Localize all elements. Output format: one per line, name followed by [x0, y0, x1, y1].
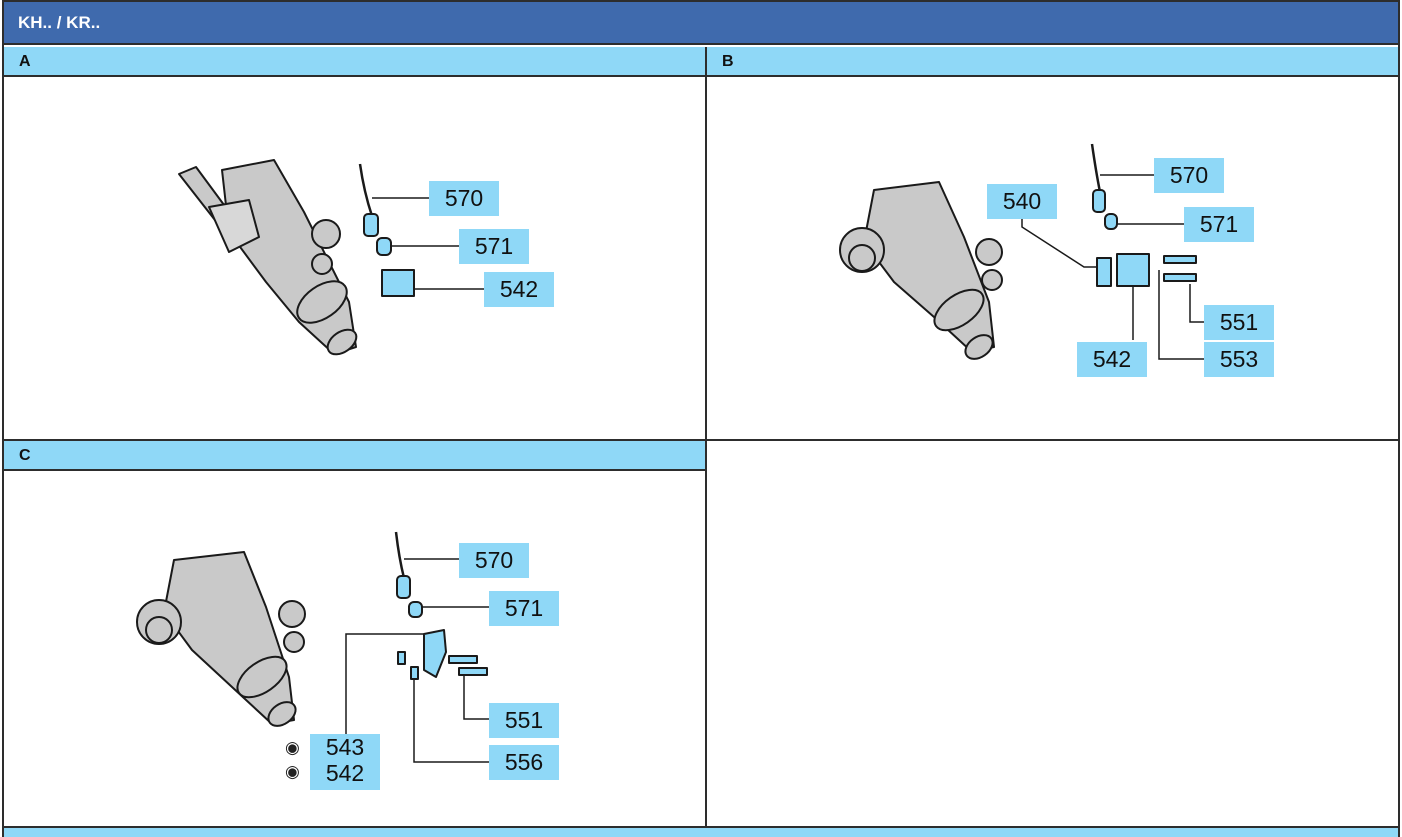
grid-divider-bottom	[4, 826, 1398, 828]
grid-divider-vertical	[705, 47, 707, 828]
part-number-b-542: 542	[1077, 342, 1147, 377]
part-number-c-542: 542	[325, 760, 365, 786]
section-a-label: A	[19, 53, 31, 70]
parts-drawing	[136, 143, 1204, 763]
part-number-b-570: 570	[1154, 158, 1224, 193]
part-number-b-553: 553	[1204, 342, 1274, 377]
section-b-header: B	[707, 47, 1398, 77]
part-number-c-543: 543	[325, 734, 365, 760]
part-number-b-540: 540	[987, 184, 1057, 219]
part-number-c-551: 551	[489, 703, 559, 738]
part-number-b-571: 571	[1184, 207, 1254, 242]
part-number-a-542: 542	[484, 272, 554, 307]
part-number-c-556: 556	[489, 745, 559, 780]
footer-strip	[4, 828, 1398, 837]
variant-symbol-icon: ◉	[285, 738, 300, 757]
section-c-label: C	[19, 447, 31, 464]
page-title: KH.. / KR..	[18, 13, 101, 32]
variant-symbol-icon: ◉	[285, 762, 300, 781]
section-c-header: C	[4, 441, 705, 471]
part-number-c-stack: 543 542	[310, 734, 380, 790]
title-bar: KH.. / KR..	[4, 2, 1398, 45]
axle-stub-c	[136, 551, 306, 727]
section-b-label: B	[722, 53, 734, 70]
axle-stub-b	[839, 181, 1003, 360]
part-number-b-551: 551	[1204, 305, 1274, 340]
grid-divider-horizontal	[4, 439, 1398, 441]
part-number-a-571: 571	[459, 229, 529, 264]
part-number-a-570: 570	[429, 181, 499, 216]
axle-stub-a	[178, 159, 358, 356]
part-number-c-571: 571	[489, 591, 559, 626]
part-number-c-570: 570	[459, 543, 529, 578]
section-a-header: A	[4, 47, 705, 77]
